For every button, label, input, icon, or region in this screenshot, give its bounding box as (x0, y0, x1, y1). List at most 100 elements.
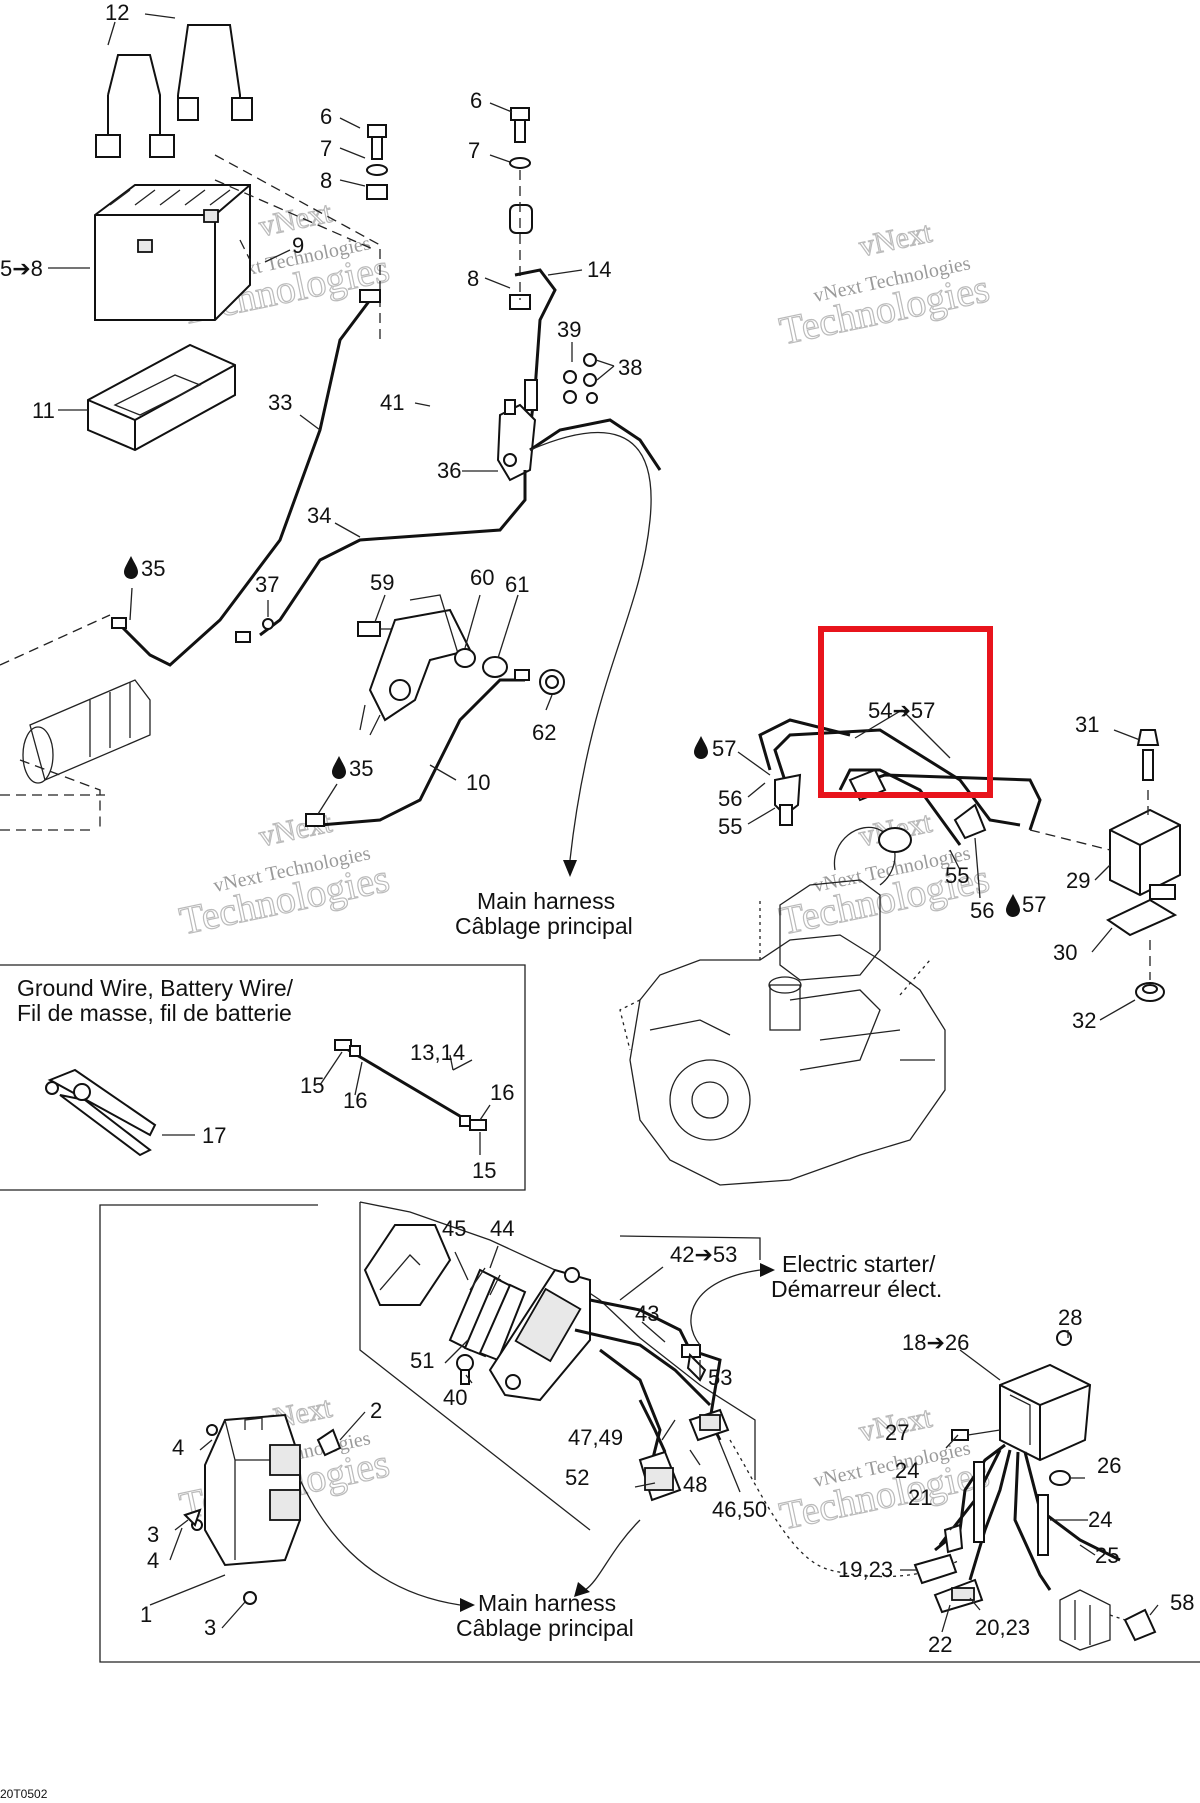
callout-label: 56 (970, 898, 994, 923)
callout-label: 11 (32, 398, 55, 423)
bolt (366, 124, 388, 200)
nut (1135, 982, 1165, 1002)
bottom-frame (99, 1204, 1200, 1663)
assembly-line (239, 239, 251, 261)
terminal-block (1059, 1589, 1111, 1651)
ground-box-title-fr: Fil de masse, fil de batterie (17, 1000, 292, 1026)
callout-label: 43 (635, 1301, 659, 1326)
callout-label: 57 (712, 736, 736, 761)
callout-label: 58 (1170, 1590, 1194, 1615)
wire (529, 418, 662, 471)
bolt (951, 1429, 1001, 1441)
callout-label: 56 (718, 786, 742, 811)
terminals (448, 1267, 527, 1362)
ground-wire-box (0, 964, 526, 1191)
leader-lines (48, 13, 1159, 1633)
callout-label: 4 (147, 1548, 159, 1573)
callout-label: 15 (472, 1158, 496, 1183)
watermark-2: vNext vNext Technologies Technologies (775, 215, 994, 354)
callout-label: 18➔26 (902, 1330, 969, 1355)
spark-plug-wire (773, 728, 1021, 827)
main-harness-top-fr: Câblage principal (455, 913, 633, 939)
wire (1023, 1451, 1121, 1562)
callout-label: 7 (468, 138, 480, 163)
oil-drop-icon (694, 736, 708, 759)
callout-label: 62 (532, 720, 556, 745)
callout-label: 48 (683, 1472, 707, 1497)
callout-label: 3 (147, 1522, 159, 1547)
callout-label: 6 (320, 104, 332, 129)
wire (259, 470, 527, 637)
callout-label: 32 (1072, 1008, 1096, 1033)
nut (1056, 1330, 1072, 1346)
oil-drop-icon (332, 756, 346, 779)
callout-label: 1 (140, 1602, 152, 1627)
watermark-6: vNext vNext Technologies Technologies (775, 1400, 994, 1539)
watermark-3: vNext vNext Technologies Technologies (175, 805, 394, 944)
callout-label: 13,14 (410, 1040, 465, 1065)
connector-58 (1123, 1608, 1157, 1642)
callout-label: 29 (1066, 868, 1090, 893)
callout-label: 42➔53 (670, 1242, 737, 1267)
callout-label: 54➔57 (868, 698, 935, 723)
connector-52 (638, 1450, 682, 1502)
callout-label: 8 (467, 266, 479, 291)
wire (599, 1348, 662, 1471)
main-harness-top-en: Main harness (477, 888, 615, 914)
oil-drop-icon (124, 556, 138, 579)
callout-label: 45 (442, 1216, 466, 1241)
watermark-text: vNext (256, 806, 335, 854)
callout-label: 55 (718, 814, 742, 839)
callout-label: 33 (268, 390, 292, 415)
ignition-coil (1109, 729, 1181, 900)
harness-route (529, 431, 652, 861)
clamp (1049, 1470, 1071, 1486)
ring-terminal (686, 1352, 707, 1382)
callout-label: 41 (380, 390, 404, 415)
ground-wire (334, 1039, 487, 1131)
callout-label: 44 (490, 1216, 514, 1241)
callout-label: 31 (1075, 712, 1099, 737)
electric-starter-en: Electric starter/ (782, 1251, 936, 1277)
callout-label: 21 (908, 1485, 932, 1510)
callout-label: 47,49 (568, 1425, 623, 1450)
callout-label: 61 (505, 572, 529, 597)
connector-20-23 (933, 1578, 984, 1614)
callout-label: 40 (443, 1385, 467, 1410)
callout-label: 55 (945, 863, 969, 888)
crimping-tool-icon (45, 1068, 157, 1157)
wire (574, 1328, 712, 1407)
callout-label: 39 (557, 317, 581, 342)
callout-label: 57 (1022, 892, 1046, 917)
callout-label: 26 (1097, 1453, 1121, 1478)
nut-set (563, 353, 598, 404)
callout-label: 27 (885, 1420, 909, 1445)
bolt (509, 107, 533, 310)
callout-label: 16 (343, 1088, 367, 1113)
callout-label: 17 (202, 1123, 226, 1148)
battery-tray (87, 343, 236, 452)
cdi-module (204, 1413, 301, 1567)
bolt (456, 1354, 474, 1385)
highlight-box (818, 626, 993, 798)
oil-drop-icon (1006, 894, 1020, 917)
callout-label: 37 (255, 572, 279, 597)
callout-label: 2 (370, 1398, 382, 1423)
electric-starter-fr: Démarreur élect. (771, 1276, 942, 1302)
callout-label: 19,23 (838, 1557, 893, 1582)
callout-label: 3 (204, 1615, 216, 1640)
callout-label: 59 (370, 570, 394, 595)
assembly-line (1029, 829, 1111, 851)
battery-strap (95, 24, 253, 158)
harness-route (690, 1269, 761, 1346)
callout-label: 5➔8 (0, 256, 43, 281)
battery (94, 184, 251, 321)
wire (968, 1449, 1012, 1581)
watermark-text: vNext (856, 216, 935, 264)
callout-label: 15 (300, 1073, 324, 1098)
starter-motor (0, 614, 151, 831)
assembly-line (1109, 1614, 1126, 1621)
regulator-connector (488, 1267, 591, 1402)
screw (206, 1424, 218, 1436)
